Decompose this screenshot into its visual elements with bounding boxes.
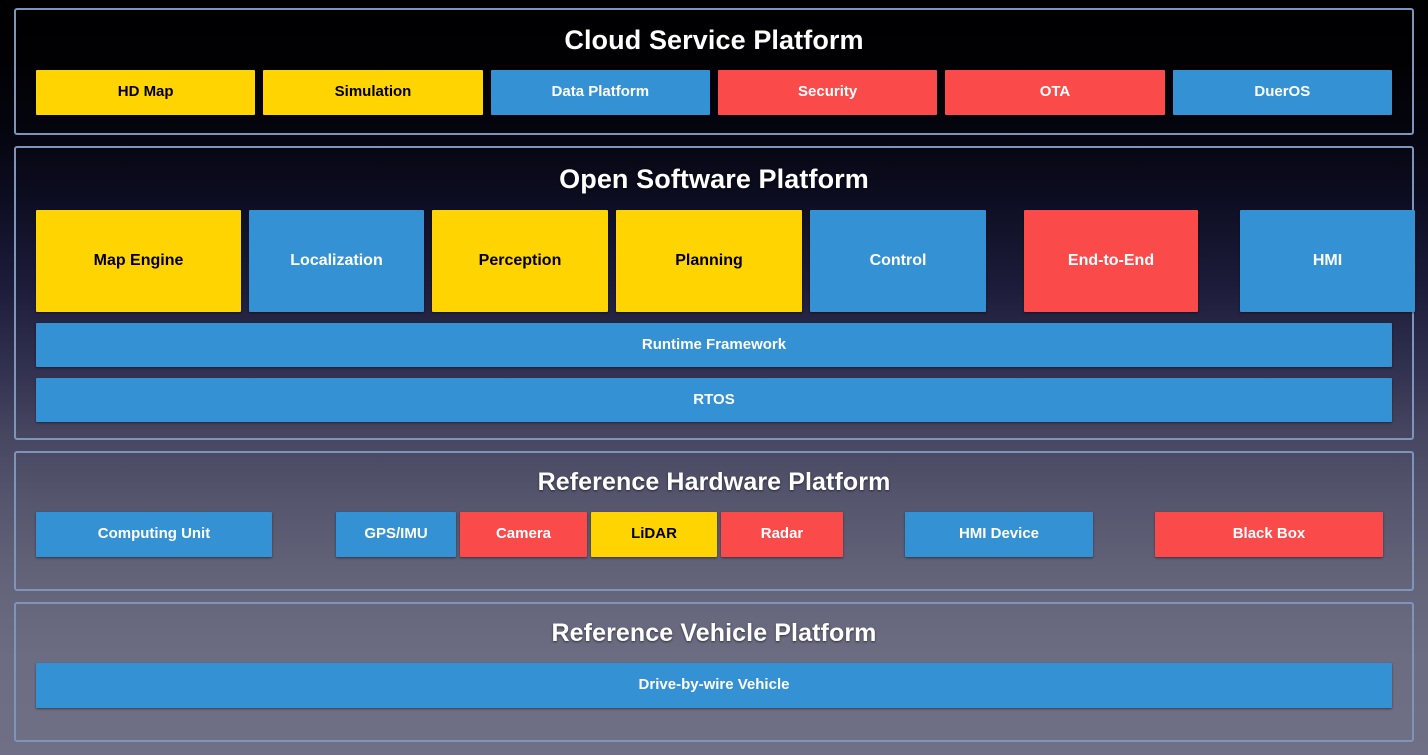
hardware-component-row: Computing Unit GPS/IMU Camera LiDAR Rada… <box>36 512 1392 557</box>
component-box-gps-imu[interactable]: GPS/IMU <box>336 512 456 557</box>
component-box-computing-unit[interactable]: Computing Unit <box>36 512 272 557</box>
module-box-hd-map[interactable]: HD Map <box>36 70 256 115</box>
component-box-camera[interactable]: Camera <box>460 512 587 557</box>
module-box-hmi[interactable]: HMI <box>1240 210 1415 312</box>
software-module-row: Map Engine Localization Perception Plann… <box>36 210 1415 312</box>
vehicle-component-row: Drive-by-wire Vehicle <box>36 663 1392 708</box>
layer-title-reference-vehicle-platform: Reference Vehicle Platform <box>551 619 877 647</box>
layer-panel-reference-hardware-platform: Reference Hardware Platform Computing Un… <box>14 451 1414 591</box>
module-bar-runtime-framework[interactable]: Runtime Framework <box>36 323 1392 367</box>
component-box-drive-by-wire-vehicle[interactable]: Drive-by-wire Vehicle <box>36 663 1392 708</box>
module-box-planning[interactable]: Planning <box>616 210 802 312</box>
layer-panel-reference-vehicle-platform: Reference Vehicle Platform Drive-by-wire… <box>14 602 1414 742</box>
module-box-dueros[interactable]: DuerOS <box>1172 70 1392 115</box>
layer-title-open-software-platform: Open Software Platform <box>559 164 869 194</box>
module-box-security[interactable]: Security <box>717 70 938 115</box>
module-box-ota[interactable]: OTA <box>945 70 1165 115</box>
module-box-end-to-end[interactable]: End-to-End <box>1024 210 1198 312</box>
module-box-localization[interactable]: Localization <box>249 210 424 312</box>
component-box-black-box[interactable]: Black Box <box>1155 512 1383 557</box>
module-bar-rtos[interactable]: RTOS <box>36 378 1392 422</box>
layer-panel-cloud-service-platform: Cloud Service Platform HD Map Simulation… <box>14 8 1414 135</box>
layer-panel-open-software-platform: Open Software Platform Map Engine Locali… <box>14 146 1415 440</box>
cloud-service-box-row: HD Map Simulation Data Platform Security… <box>36 70 1392 115</box>
component-box-lidar[interactable]: LiDAR <box>591 512 717 557</box>
layer-title-reference-hardware-platform: Reference Hardware Platform <box>537 468 891 496</box>
module-box-perception[interactable]: Perception <box>432 210 608 312</box>
component-box-hmi-device[interactable]: HMI Device <box>905 512 1093 557</box>
module-box-map-engine[interactable]: Map Engine <box>36 210 241 312</box>
module-box-data-platform[interactable]: Data Platform <box>490 70 710 115</box>
module-box-control[interactable]: Control <box>810 210 986 312</box>
layer-title-cloud-service-platform: Cloud Service Platform <box>564 25 864 55</box>
module-box-simulation[interactable]: Simulation <box>263 70 483 115</box>
component-box-radar[interactable]: Radar <box>721 512 843 557</box>
